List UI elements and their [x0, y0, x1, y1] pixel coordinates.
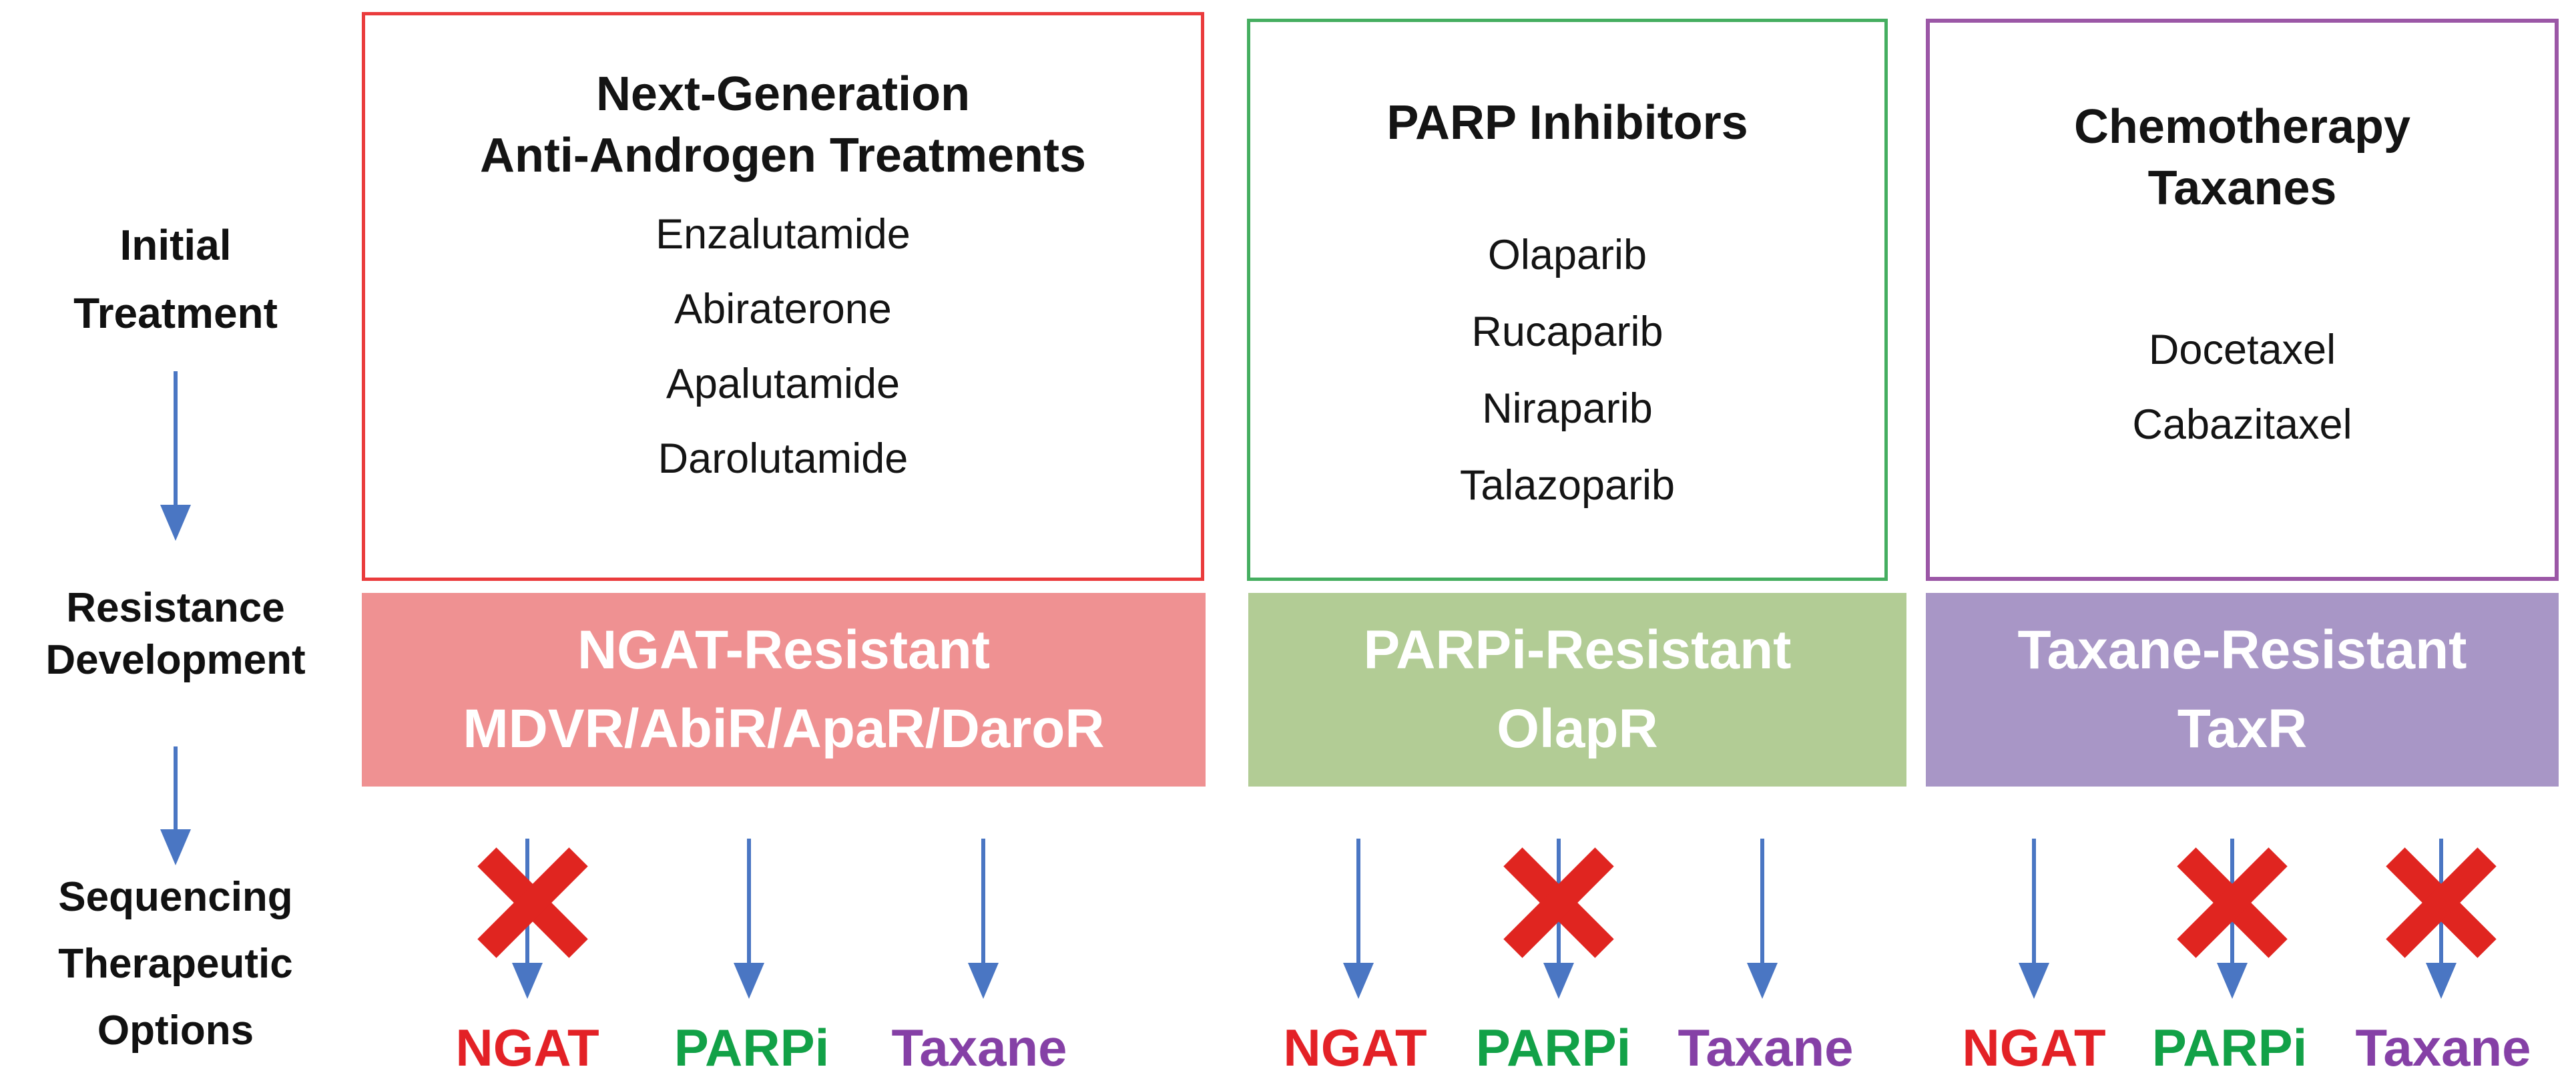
- drug-item: Talazoparib: [1459, 462, 1676, 509]
- option-label-ngat: NGAT: [455, 1018, 599, 1077]
- stage-label-sequencing-options: Sequencing Therapeutic Options: [0, 864, 351, 1064]
- stage-label-initial-treatment: Initial Treatment: [0, 211, 351, 347]
- stage-label-line: Treatment: [73, 289, 278, 337]
- banner-line: OlapR: [1497, 698, 1658, 759]
- box-title: Chemotherapy Taxanes: [2073, 100, 2411, 215]
- option-label-taxane: Taxane: [891, 1018, 1067, 1077]
- option-label-parpi: PARPi: [1475, 1018, 1631, 1077]
- option-label-ngat: NGAT: [1962, 1018, 2106, 1077]
- box-chemotherapy-taxanes: Chemotherapy Taxanes Docetaxel Cabazitax…: [1926, 19, 2559, 581]
- drug-item: Enzalutamide: [656, 211, 911, 258]
- option-label-taxane: Taxane: [2355, 1018, 2531, 1077]
- drug-item: Apalutamide: [666, 361, 900, 407]
- option-arrow-icon: [1760, 839, 1764, 963]
- drug-item: Olaparib: [1487, 232, 1647, 278]
- stage-label-line: Resistance: [66, 585, 285, 631]
- box-title: PARP Inhibitors: [1386, 96, 1748, 150]
- stage-label-line: Development: [45, 637, 306, 683]
- banner-line: NGAT-Resistant: [577, 620, 991, 680]
- stage-label-line: Therapeutic: [58, 941, 293, 987]
- option-arrow-icon: [747, 839, 751, 963]
- option-label-ngat: NGAT: [1283, 1018, 1427, 1077]
- cross-icon: [1509, 853, 1609, 953]
- banner-line: Taxane-Resistant: [2017, 620, 2467, 680]
- down-arrow-icon: [174, 746, 178, 829]
- down-arrow-icon: [174, 371, 178, 505]
- drug-item: Docetaxel: [2148, 326, 2336, 373]
- cross-icon: [2182, 853, 2282, 953]
- drug-item: Darolutamide: [658, 435, 909, 482]
- box-parp-inhibitors: PARP Inhibitors Olaparib Rucaparib Nirap…: [1247, 19, 1888, 581]
- banner-ngat-resistant: NGAT-Resistant MDVR/AbiR/ApaR/DaroR: [362, 593, 1206, 787]
- stage-label-resistance-development: Resistance Development: [0, 582, 351, 686]
- drug-item: Niraparib: [1482, 385, 1653, 432]
- drug-item: Rucaparib: [1471, 308, 1663, 355]
- cross-icon: [483, 853, 583, 953]
- banner-line: MDVR/AbiR/ApaR/DaroR: [463, 698, 1105, 759]
- option-label-parpi: PARPi: [2151, 1018, 2308, 1077]
- banner-taxane-resistant: Taxane-Resistant TaxR: [1926, 593, 2559, 787]
- stage-label-line: Initial: [119, 221, 232, 269]
- box-next-generation-anti-androgen: Next-Generation Anti-Androgen Treatments…: [362, 12, 1204, 581]
- banner-parpi-resistant: PARPi-Resistant OlapR: [1248, 593, 1906, 787]
- drug-list: Olaparib Rucaparib Niraparib Talazoparib: [1250, 217, 1884, 524]
- option-arrow-icon: [1356, 839, 1360, 963]
- drug-item: Cabazitaxel: [2132, 401, 2352, 448]
- banner-line: PARPi-Resistant: [1363, 620, 1792, 680]
- stage-label-line: Sequencing: [58, 874, 293, 920]
- banner-line: TaxR: [2177, 698, 2308, 759]
- drug-item: Abiraterone: [674, 286, 892, 333]
- stage-label-line: Options: [97, 1008, 254, 1054]
- cross-icon: [2391, 853, 2491, 953]
- option-arrow-icon: [981, 839, 985, 963]
- box-title: Next-Generation Anti-Androgen Treatments: [479, 67, 1087, 182]
- option-label-taxane: Taxane: [1678, 1018, 1854, 1077]
- option-label-parpi: PARPi: [674, 1018, 830, 1077]
- option-arrow-icon: [2032, 839, 2036, 963]
- drug-list: Enzalutamide Abiraterone Apalutamide Dar…: [365, 197, 1201, 496]
- drug-list: Docetaxel Cabazitaxel: [1930, 312, 2555, 462]
